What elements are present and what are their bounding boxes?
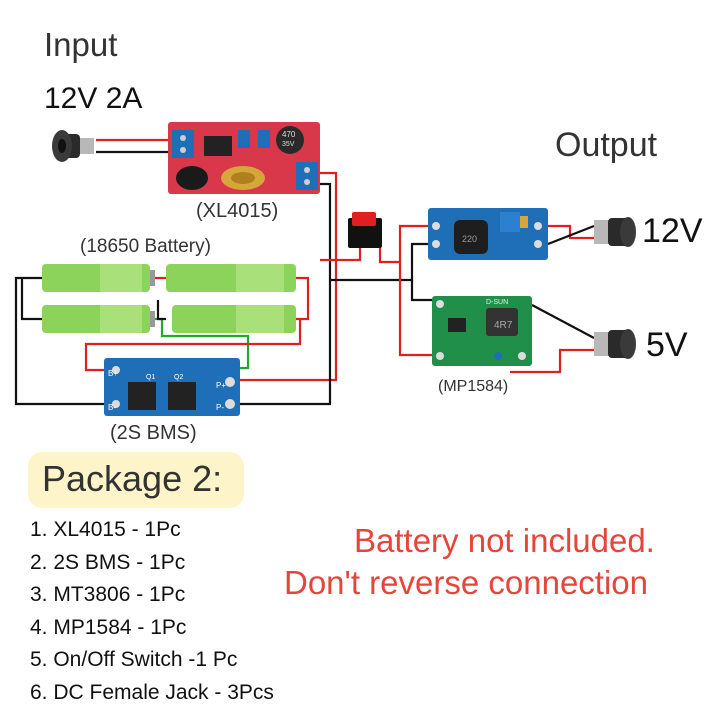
output-12v-jack (594, 217, 636, 247)
list-item: 3. MT3806 - 1Pc (30, 583, 186, 606)
wire-battery-top-black (20, 278, 42, 321)
input-heading: Input (44, 26, 118, 63)
svg-text:D-SUN: D-SUN (486, 299, 508, 306)
wire-switch-in (320, 246, 362, 262)
svg-text:4R7: 4R7 (494, 320, 513, 331)
input-dc-jack (52, 130, 94, 162)
wire-input-negative (96, 150, 176, 156)
package-title: Package 2: (42, 458, 223, 499)
wire-bus-negative (330, 242, 428, 282)
svg-text:470: 470 (282, 130, 296, 139)
svg-text:Q2: Q2 (174, 374, 183, 381)
wire-12v-black (547, 224, 595, 246)
on-off-switch (348, 212, 382, 248)
wire-5v-red (510, 348, 594, 374)
svg-text:B+: B+ (108, 369, 118, 378)
battery-cell (166, 264, 296, 292)
wire-mp-in-red (398, 262, 432, 357)
list-item: 4. MP1584 - 1Pc (30, 615, 187, 639)
wire-xl-out-positive (240, 171, 338, 382)
wire-battery-right-black (156, 300, 166, 321)
svg-text:P+: P+ (216, 381, 226, 390)
wire-12v-red (548, 224, 594, 240)
package-list: 1. XL4015 - 1Pc 2. 2S BMS - 1Pc 3. MT380… (30, 514, 274, 709)
battery-cell (42, 264, 155, 292)
list-item: 1. XL4015 - 1Pc (30, 518, 181, 541)
xl4015-board: 470 35V (168, 122, 320, 194)
wire-5v-black (531, 304, 595, 339)
warning-line-2: Don't reverse connection (284, 564, 648, 601)
wire-input-positive (96, 134, 176, 142)
input-rating: 12V 2A (44, 82, 143, 115)
svg-text:Q1: Q1 (146, 374, 155, 381)
wire-battery-right-red (296, 276, 310, 321)
output-12v-label: 12V (642, 212, 703, 250)
list-item: 2. 2S BMS - 1Pc (30, 550, 186, 574)
battery-label: (18650 Battery) (80, 236, 211, 257)
list-item: 6. DC Female Jack - 3Pcs (30, 680, 274, 704)
svg-text:220: 220 (462, 234, 477, 244)
mp1584-label: (MP1584) (438, 378, 509, 395)
output-5v-label: 5V (646, 326, 688, 364)
svg-text:B-: B- (108, 403, 116, 412)
bms-label: (2S BMS) (110, 422, 197, 444)
svg-text:P-: P- (216, 403, 224, 412)
battery-cell (172, 305, 296, 333)
warning-line-1: Battery not included. (354, 522, 655, 559)
output-5v-jack (594, 329, 636, 359)
xl4015-label: (XL4015) (196, 200, 279, 222)
wire-mp-in-black (410, 280, 432, 302)
wire-battery-left-black (14, 276, 106, 406)
wire-xl-out-negative (240, 182, 332, 406)
output-heading: Output (555, 126, 658, 164)
wire-bms-bplus-red (84, 319, 302, 372)
battery-cell (42, 305, 155, 333)
package-title-box: Package 2: (28, 452, 244, 508)
mt3806-board: 220 (428, 208, 548, 260)
svg-text:35V: 35V (282, 141, 295, 148)
battery-pack (42, 264, 296, 333)
mp1584-board: 4R7 D-SUN (432, 296, 532, 366)
list-item: 5. On/Off Switch -1 Pc (30, 648, 238, 671)
bms-board: B+ B- Q1 Q2 P+ P- (104, 358, 240, 416)
